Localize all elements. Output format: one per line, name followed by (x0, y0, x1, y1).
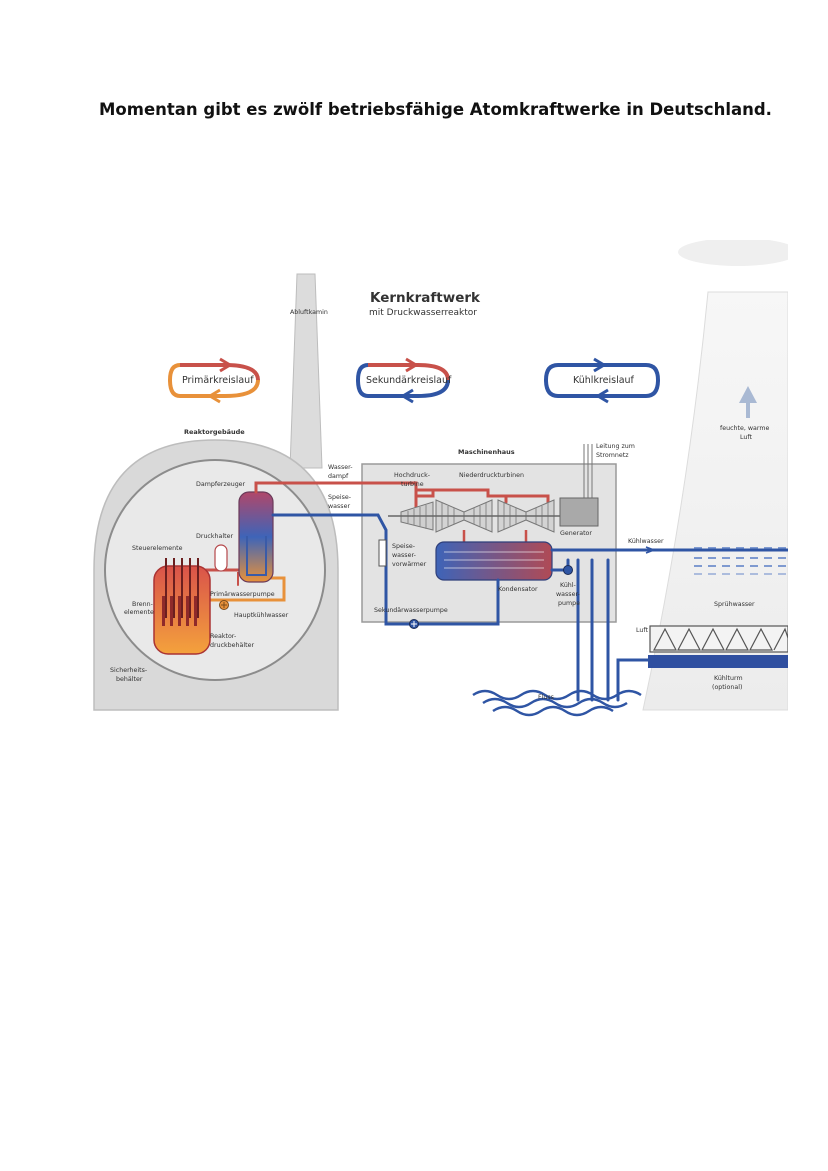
label-reaktordruckbehaelter-1: Reaktor- (210, 633, 236, 640)
cooling-water-pipes (550, 548, 788, 702)
primary-loop-indicator (167, 357, 260, 404)
label-spruehwasser: Sprühwasser (714, 601, 755, 608)
label-reaktorgebaeude: Reaktorgebäude (184, 428, 245, 436)
label-sicherheitsbehaelter-2: behälter (116, 676, 143, 683)
label-hauptkuehlwasser: Hauptkühlwasser (234, 612, 289, 619)
diagram-title: Kernkraftwerk (370, 290, 481, 306)
page-headline: Momentan gibt es zwölf betriebsfähige At… (99, 100, 772, 119)
secondary-loop-label: Sekundärkreislauf (366, 375, 452, 386)
label-fluss: Fluss (538, 694, 554, 701)
label-speisewasser-2: wasser (328, 503, 350, 510)
label-leitung-2: Stromnetz (596, 452, 629, 459)
label-luft: Luft (636, 627, 648, 634)
label-generator: Generator (560, 530, 592, 537)
label-kuehlturm-2: (optional) (712, 684, 742, 691)
primary-loop-label: Primärkreislauf (182, 375, 254, 386)
cooling-pump-icon (563, 565, 573, 575)
chimney (289, 273, 323, 469)
steam-generator (238, 491, 274, 583)
generator (559, 497, 599, 527)
label-kuehlwasserpumpe-2: wasser- (556, 591, 580, 598)
diagram-subtitle: mit Druckwasserreaktor (369, 308, 477, 318)
feedwater-preheater (378, 539, 387, 567)
label-brennelemente-1: Brenn- (132, 601, 153, 608)
pressurizer (214, 544, 228, 572)
label-druckhalter: Druckhalter (196, 533, 233, 540)
label-leitung-1: Leitung zum (596, 443, 635, 450)
label-wasserdampf-2: dampf (328, 473, 349, 480)
label-dampferzeuger: Dampferzeuger (196, 481, 246, 488)
reactor-pressure-vessel (153, 558, 211, 655)
label-niederdruckturbinen: Niederdruckturbinen (459, 472, 524, 479)
label-kondensator: Kondensator (498, 586, 538, 593)
secondary-pump-icon (409, 619, 419, 629)
label-sicherheitsbehaelter-1: Sicherheits- (110, 667, 147, 674)
label-brennelemente-2: elemente (124, 609, 154, 616)
label-vorwaermer-2: wasser- (392, 552, 416, 559)
steam-line (254, 481, 550, 518)
label-steuerelemente: Steuerelemente (132, 545, 183, 552)
label-feuchte-luft-1: feuchte, warme (720, 425, 770, 432)
label-sekundaerwasserpumpe: Sekundärwasserpumpe (374, 607, 448, 614)
label-maschinenhaus: Maschinenhaus (458, 448, 515, 456)
label-kuehlwasserpumpe-3: pumpe (558, 600, 580, 607)
arrow-up-icon (739, 386, 757, 418)
label-feuchte-luft-2: Luft (740, 434, 752, 441)
label-reaktordruckbehaelter-2: druckbehälter (210, 642, 254, 649)
cooling-tower (642, 240, 788, 711)
label-abluftkamin: Abluftkamin (290, 309, 328, 316)
cooling-basin (648, 655, 788, 668)
power-line (583, 444, 593, 500)
cooling-loop-label: Kühlkreislauf (573, 375, 635, 386)
label-vorwaermer-3: vorwärmer (392, 561, 427, 568)
arrow-right-icon (645, 546, 657, 554)
river (472, 689, 642, 717)
secondary-loop-indicator (355, 357, 450, 404)
cooling-loop-indicator (543, 357, 661, 404)
label-kuehlwasserpumpe-1: Kühl- (560, 582, 576, 589)
cooling-fill-packing (649, 625, 788, 653)
label-hochdruckturbine-1: Hochdruck- (394, 472, 430, 479)
label-speisewasser-1: Speise- (328, 494, 351, 501)
label-kuehlturm-1: Kühlturm (714, 675, 743, 682)
label-hochdruckturbine-2: turbine (401, 481, 424, 488)
label-primaerwasserpumpe: Primärwasserpumpe (210, 591, 275, 598)
primary-pump-icon (219, 600, 229, 610)
nuclear-plant-diagram: Kernkraftwerk mit Druckwasserreaktor Pri… (93, 240, 788, 717)
condenser (435, 541, 553, 581)
feedwater-line (271, 513, 500, 626)
label-vorwaermer-1: Speise- (392, 543, 415, 550)
label-kuehlwasser: Kühlwasser (628, 538, 664, 545)
label-wasserdampf-1: Wasser- (328, 464, 353, 471)
